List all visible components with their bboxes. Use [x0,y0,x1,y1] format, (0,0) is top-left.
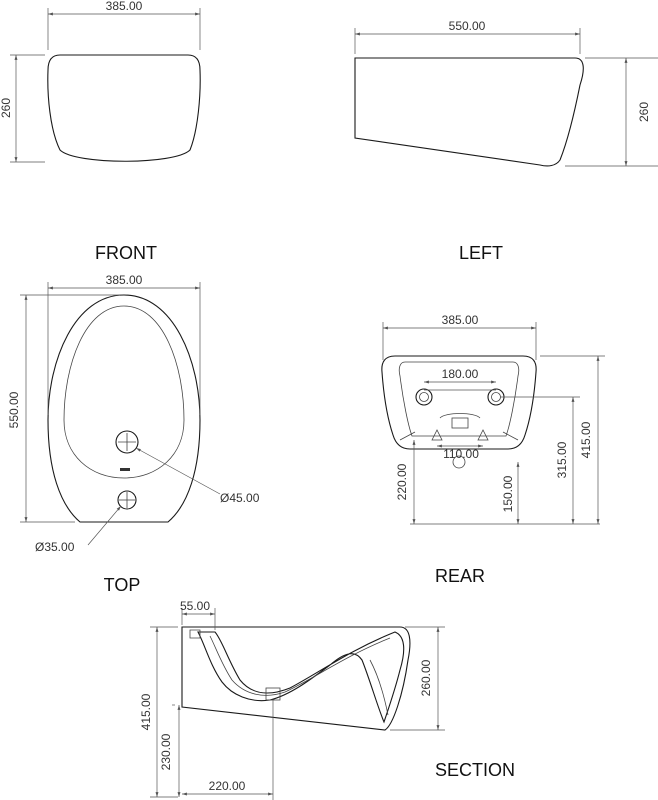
rear-h220-label: 220.00 [395,463,409,500]
rear-mount-hole-left [415,388,433,406]
hole-large-leader [135,447,221,495]
front-width-label: 385.00 [106,0,143,13]
section-title: SECTION [435,760,515,780]
rear-holes-label: 180.00 [442,367,479,381]
rear-inner-recess [398,361,520,437]
section-h415-label: 415.00 [139,693,153,730]
tap-hole [117,490,137,510]
hole-small-leader [87,505,122,546]
top-width-label: 385.00 [106,273,143,287]
top-bowl-inner [63,305,185,479]
rear-view: 385.00 180.00 110.00 220.00 150.00 315.0… [381,313,605,586]
top-view: 385.00 550.00 Ø45.00 Ø35.00 TOP [7,273,260,595]
rear-center-label: 110.00 [443,447,479,461]
section-wall-inner [197,631,405,724]
hole-small-label: Ø35.00 [35,540,75,554]
left-width-label: 550.00 [449,19,486,33]
rear-h150-label: 150.00 [501,475,515,512]
section-h230-label: 230.00 [159,733,173,770]
top-length-label: 550.00 [7,391,21,428]
rear-h315-label: 315.00 [555,441,569,478]
front-title: FRONT [95,243,157,263]
front-height-label: 260 [0,98,13,118]
hole-large-label: Ø45.00 [220,491,260,505]
left-outline [354,57,584,167]
left-title: LEFT [459,243,503,263]
section-h260-label: 260.00 [419,659,433,696]
rear-h415-label: 415.00 [579,421,593,458]
rear-width-label: 385.00 [442,313,479,327]
section-outer-outline [181,626,411,731]
section-w220-label: 220.00 [209,779,246,793]
rear-title: REAR [435,566,485,586]
rear-outline [381,355,537,450]
section-view: 55.00 260.00 415.00 230.00 220.00 SECTIO… [139,599,515,800]
rear-drain-outlet [452,455,466,469]
front-outline [47,54,201,162]
left-view: 550.00 260 LEFT [354,19,658,263]
top-title: TOP [104,575,141,595]
section-w55-label: 55.00 [180,599,210,613]
section-wall-outer [209,635,391,696]
front-view: 385.00 260 FRONT [0,0,201,263]
drain-hole [115,430,139,454]
top-outline [47,294,201,523]
left-height-label: 260 [637,102,651,122]
